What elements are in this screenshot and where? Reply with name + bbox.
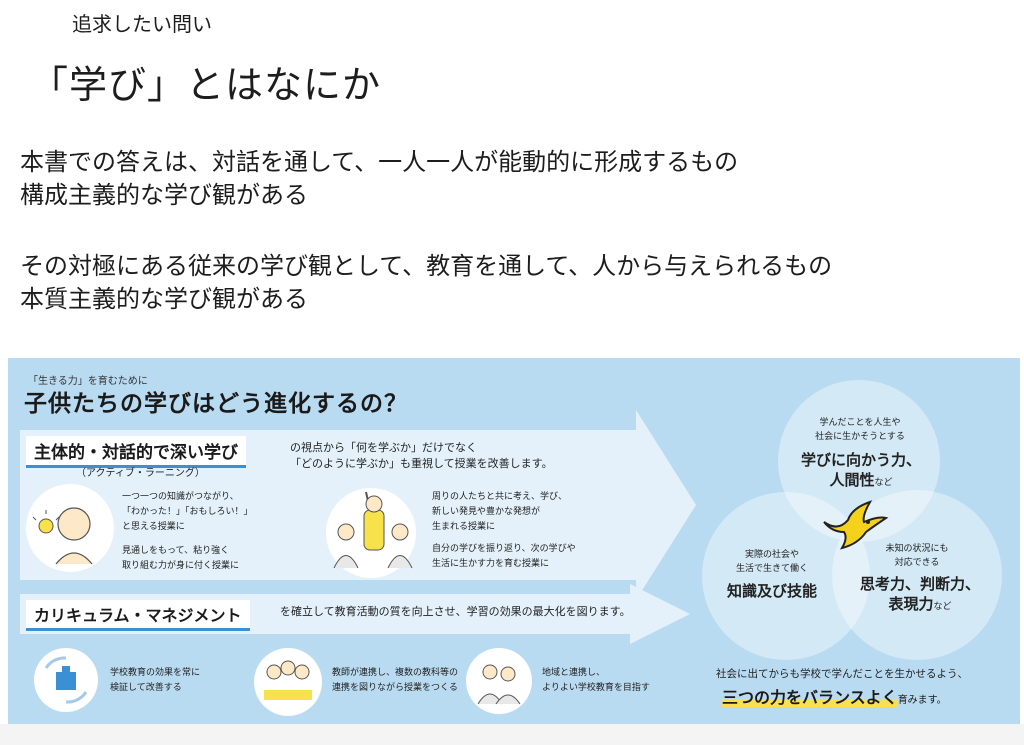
cm-point-1: 学校教育の効果を常に 検証して改善する — [110, 666, 200, 696]
venn-humanity-small: 学んだことを人生や 社会に生かそうとする — [800, 416, 920, 444]
middle-point-1-line-1: 周りの人たちと共に考え、学び、 — [432, 492, 568, 502]
venn-knowledge-small-line-2: 生活で生きて働く — [735, 564, 808, 574]
students-raising-hand-icon — [326, 488, 416, 578]
cm-point-1-line-1: 学校教育の効果を常に — [110, 668, 201, 678]
venn-thinking-small-line-1: 未知の状況にも — [885, 544, 949, 554]
active-desc-line-1: の視点から「何を学ぶか」だけでなく — [290, 441, 477, 454]
cm-point-2-line-2: 連携を図りながら授業をつくる — [332, 683, 458, 693]
active-learning-subtitle: （アクティブ・ラーニング） — [76, 468, 205, 479]
venn-humanity-small-line-2: 社会に生かそうとする — [815, 432, 905, 442]
infographic-heading: 子供たちの学びはどう進化するの？ — [24, 391, 408, 417]
answer-line-2: 構成主義的な学び観がある — [20, 181, 308, 209]
active-learning-desc: の視点から「何を学ぶか」だけでなく 「どのように学ぶか」も重視して授業を改善しま… — [290, 440, 553, 472]
left-point-2-line-1: 見通しをもって、粘り強く — [122, 546, 230, 556]
cm-point-2-line-1: 教師が連携し、複数の教科等の — [332, 668, 459, 678]
left-point-1-line-1: 一つ一つの知識がつながり、 — [122, 492, 239, 502]
venn-knowledge-small: 実際の社会や 生活で生きて働く — [722, 548, 822, 576]
venn-thinking-nado: など — [933, 602, 952, 612]
venn-thinking-small: 未知の状況にも 対応できる — [862, 542, 972, 570]
contrast-paragraph: その対極にある従来の学び観として、教育を通して、人から与えられるもの 本質主義的… — [20, 250, 832, 316]
middle-point-1-line-2: 新しい発見や豊かな発想が — [432, 507, 541, 517]
venn-thinking-label-word: 表現力 — [888, 595, 934, 613]
bottom-strip — [0, 724, 1024, 745]
active-learning-title: 主体的・対話的で深い学び — [26, 436, 246, 468]
middle-point-2-line-2: 生活に生かす力を育む授業に — [432, 559, 550, 569]
footer-highlight: 三つの力をバランスよく — [722, 688, 898, 707]
cm-point-3: 地域と連携し、 よりよい学校教育を目指す — [542, 666, 650, 696]
cm-point-3-line-1: 地域と連携し、 — [542, 668, 606, 678]
left-point-1-line-2: 「わかった！」「おもしろい！」 — [122, 507, 253, 517]
contrast-line-1: その対極にある従来の学び観として、教育を通して、人から与えられるもの — [20, 252, 833, 280]
venn-thinking-label-line-2: 表現力など — [848, 594, 992, 617]
venn-humanity-label-line-1: 学びに向かう力、 — [800, 451, 921, 469]
infographic-tag: 「生きる力」を育むために — [28, 376, 148, 387]
footer-line-2: 三つの力をバランスよく育みます。 — [722, 684, 947, 708]
venn-knowledge-small-line-1: 実際の社会や — [744, 550, 799, 560]
community-icon — [466, 648, 532, 714]
venn-humanity-nado: など — [874, 478, 893, 488]
middle-point-1: 周りの人たちと共に考え、学び、 新しい発見や豊かな発想が 生まれる授業に — [432, 490, 567, 535]
cm-point-2: 教師が連携し、複数の教科等の 連携を図りながら授業をつくる — [332, 666, 458, 696]
curriculum-title: カリキュラム・マネジメント — [26, 600, 250, 631]
middle-point-2-line-1: 自分の学びを振り返り、次の学びや — [432, 544, 576, 554]
person-with-bulb-icon — [26, 484, 114, 572]
middle-point-2: 自分の学びを振り返り、次の学びや 生活に生かす力を育む授業に — [432, 542, 576, 572]
cm-point-1-line-2: 検証して改善する — [110, 683, 182, 693]
venn-humanity-label-line-2: 人間性など — [786, 470, 936, 493]
active-learning-arrow-head — [636, 410, 696, 600]
venn-circle-knowledge — [702, 492, 870, 660]
contrast-line-2: 本質主義的な学び観がある — [20, 285, 308, 313]
venn-humanity-label: 学びに向かう力、 人間性など — [786, 450, 936, 493]
school-building-icon — [34, 648, 98, 712]
left-point-2: 見通しをもって、粘り強く 取り組む力が身に付く授業に — [122, 544, 239, 574]
footer-suffix: 育みます。 — [897, 695, 947, 706]
curriculum-arrow-head — [630, 584, 690, 644]
slide-title: 「学び」とはなにか — [30, 63, 382, 107]
venn-humanity-small-line-1: 学んだことを人生や — [819, 418, 901, 428]
venn-humanity-label-word: 人間性 — [829, 471, 875, 489]
answer-line-1: 本書での答えは、対話を通して、一人一人が能動的に形成するもの — [20, 148, 739, 176]
middle-point-1-line-3: 生まれる授業に — [432, 522, 496, 532]
curriculum-desc: を確立して教育活動の質を向上させ、学習の効果の最大化を図ります。 — [280, 605, 631, 618]
slide-subtitle: 追求したい問い — [72, 12, 212, 36]
left-point-1: 一つ一つの知識がつながり、 「わかった！」「おもしろい！」 と思える授業に — [122, 490, 253, 535]
venn-thinking-label: 思考力、判断力、 表現力など — [848, 574, 992, 617]
venn-thinking-label-line-1: 思考力、判断力、 — [859, 575, 980, 593]
answer-paragraph: 本書での答えは、対話を通して、一人一人が能動的に形成するもの 構成主義的な学び観… — [20, 146, 738, 212]
teachers-group-icon — [254, 648, 322, 716]
venn-knowledge-label: 知識及び技能 — [726, 582, 817, 600]
left-point-1-line-3: と思える授業に — [122, 522, 185, 532]
left-point-2-line-2: 取り組む力が身に付く授業に — [122, 561, 240, 571]
cm-point-3-line-2: よりよい学校教育を目指す — [542, 683, 650, 693]
active-desc-line-2: 「どのように学ぶか」も重視して授業を改善します。 — [290, 457, 553, 470]
footer-line-1: 社会に出てからも学校で学んだことを生かせるよう、 — [716, 668, 968, 680]
venn-thinking-small-line-2: 対応できる — [894, 558, 940, 568]
bird-icon — [818, 498, 890, 554]
